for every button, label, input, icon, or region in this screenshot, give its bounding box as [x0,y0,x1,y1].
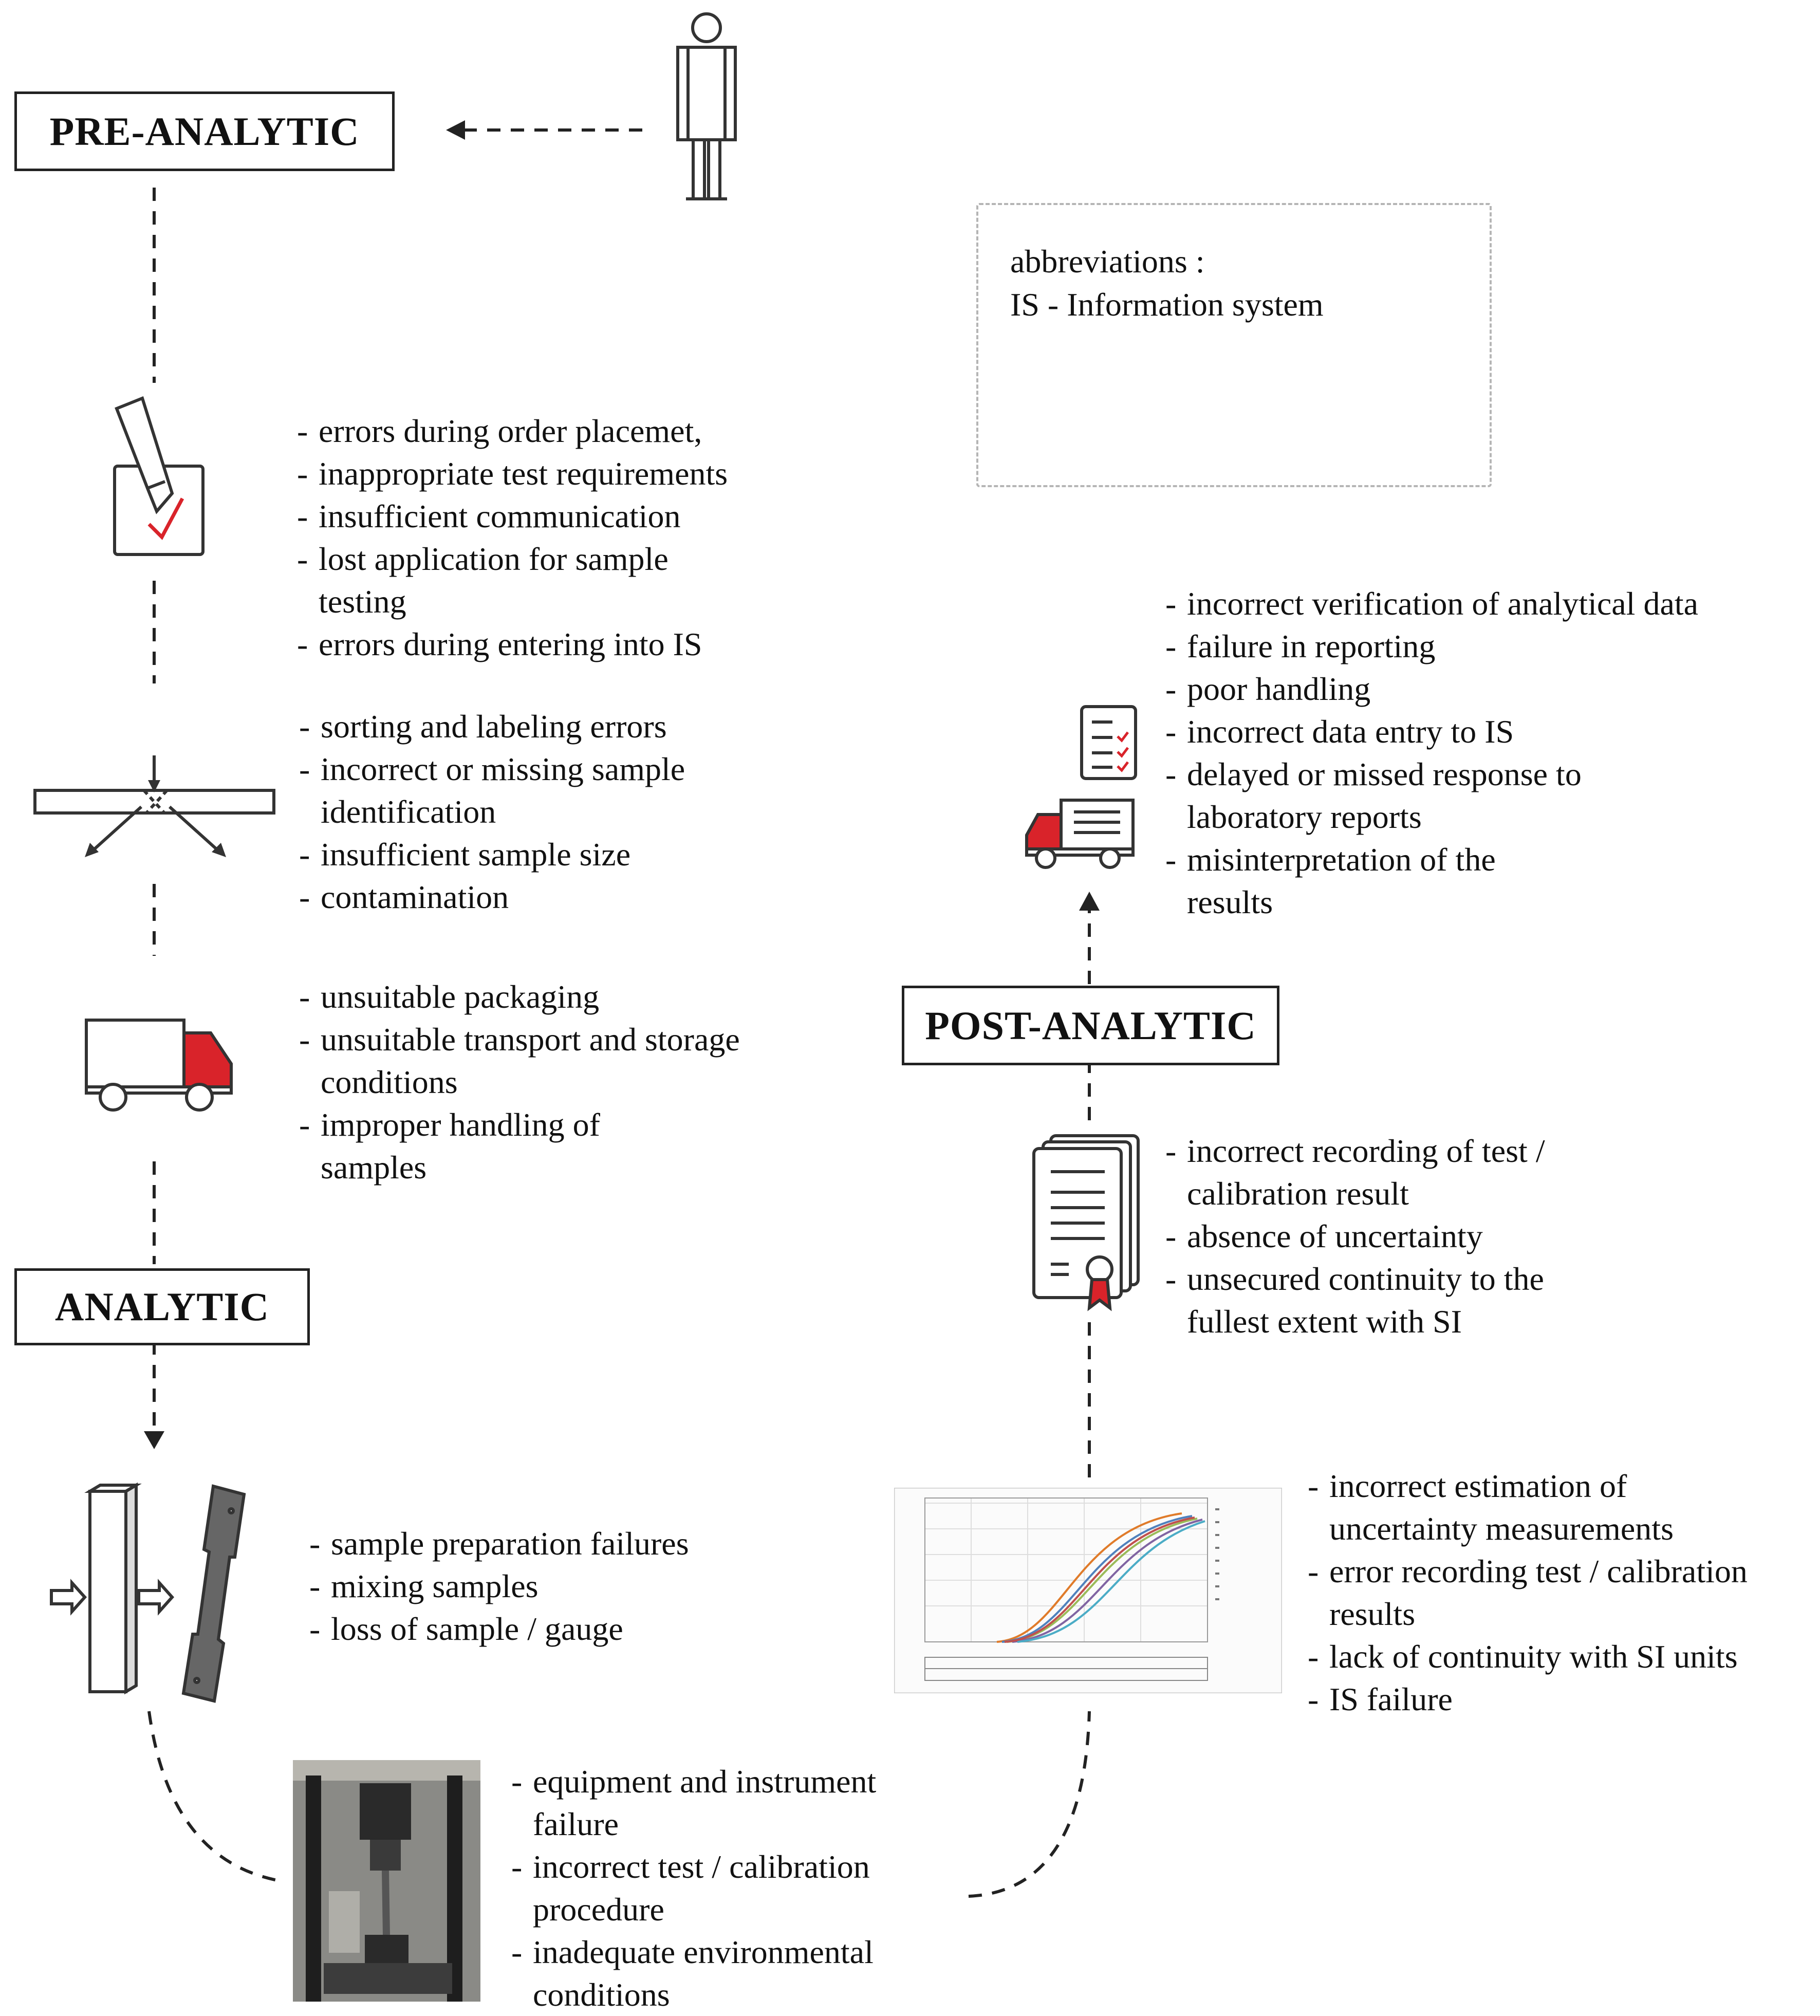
list-item: lost application for sample testing [297,538,740,623]
list-item: loss of sample / gauge [309,1607,772,1650]
list-item: sample preparation failures [309,1522,772,1565]
list-item: incorrect recording of test / calibratio… [1165,1130,1629,1215]
abbreviation-is: IS - Information system [1010,286,1324,323]
certificate-error-list: incorrect recording of test / calibratio… [1165,1130,1628,1343]
grading-chart-icon [894,1488,1282,1693]
analytic-label: ANALYTIC [55,1284,269,1329]
delivery-truck-icon [1025,799,1135,869]
list-item: inappropriate test requirements [297,452,821,495]
person-icon [676,12,737,200]
list-item: failure in reporting [1165,625,1705,668]
list-item: incorrect verification of analytical dat… [1165,582,1721,625]
post-analytic-box: POST-ANALYTIC [902,986,1279,1065]
sorting-error-list: sorting and labeling errors incorrect or… [299,705,792,918]
chart-error-list: incorrect estimation of uncertainty meas… [1308,1465,1816,1721]
abbreviations-title: abbreviations : [1010,243,1205,280]
list-item: equipment and instrument failure [511,1760,939,1845]
preparation-error-list: sample preparation failures mixing sampl… [309,1522,772,1650]
checklist-pen-icon [113,396,205,556]
post-analytic-label: POST-ANALYTIC [925,1003,1256,1048]
sorting-icon [33,755,275,857]
list-item: absence of uncertainty [1165,1215,1628,1257]
pre-analytic-label: PRE-ANALYTIC [49,108,360,154]
report-icon [1080,705,1137,780]
certificate-icon [1032,1134,1140,1311]
pre-analytic-box: PRE-ANALYTIC [14,91,395,171]
order-error-list: errors during order placemet, inappropri… [297,410,821,665]
abbreviations-box: abbreviations : IS - Information system [976,203,1492,487]
list-item: unsecured continuity to the fullest exte… [1165,1257,1629,1343]
list-item: misinterpretation of the results [1165,838,1577,923]
testing-error-list: equipment and instrument failure incorre… [511,1760,943,2016]
reporting-error-list: incorrect verification of analytical dat… [1165,582,1705,923]
specimen-icon [50,1482,246,1703]
list-item: sorting and labeling errors [299,705,792,748]
list-item: contamination [299,876,792,918]
list-item: IS failure [1308,1678,1816,1721]
truck-icon [85,1019,233,1112]
list-item: poor handling [1165,668,1705,710]
list-item: incorrect data entry to IS [1165,710,1705,753]
list-item: inadequate environmental conditions [511,1931,939,2016]
list-item: incorrect test / calibration procedure [511,1845,939,1931]
analytic-box: ANALYTIC [14,1268,310,1345]
list-item: insufficient communication [297,495,821,538]
list-item: incorrect or missing sample identificati… [299,748,783,833]
list-item: mixing samples [309,1565,772,1607]
list-item: incorrect estimation of uncertainty meas… [1308,1465,1740,1550]
list-item: unsuitable packaging [299,975,762,1018]
list-item: errors during entering into IS [297,623,821,665]
list-item: unsuitable transport and storage conditi… [299,1018,742,1103]
list-item: errors during order placemet, [297,410,821,452]
list-item: lack of continuity with SI units [1308,1635,1816,1678]
list-item: improper handling of samples [299,1103,691,1189]
list-item: insufficient sample size [299,833,792,876]
transport-error-list: unsuitable packaging unsuitable transpor… [299,975,762,1189]
testing-machine-icon [293,1760,480,2002]
list-item: delayed or missed response to laboratory… [1165,753,1701,838]
list-item: error recording test / calibration resul… [1308,1550,1820,1635]
